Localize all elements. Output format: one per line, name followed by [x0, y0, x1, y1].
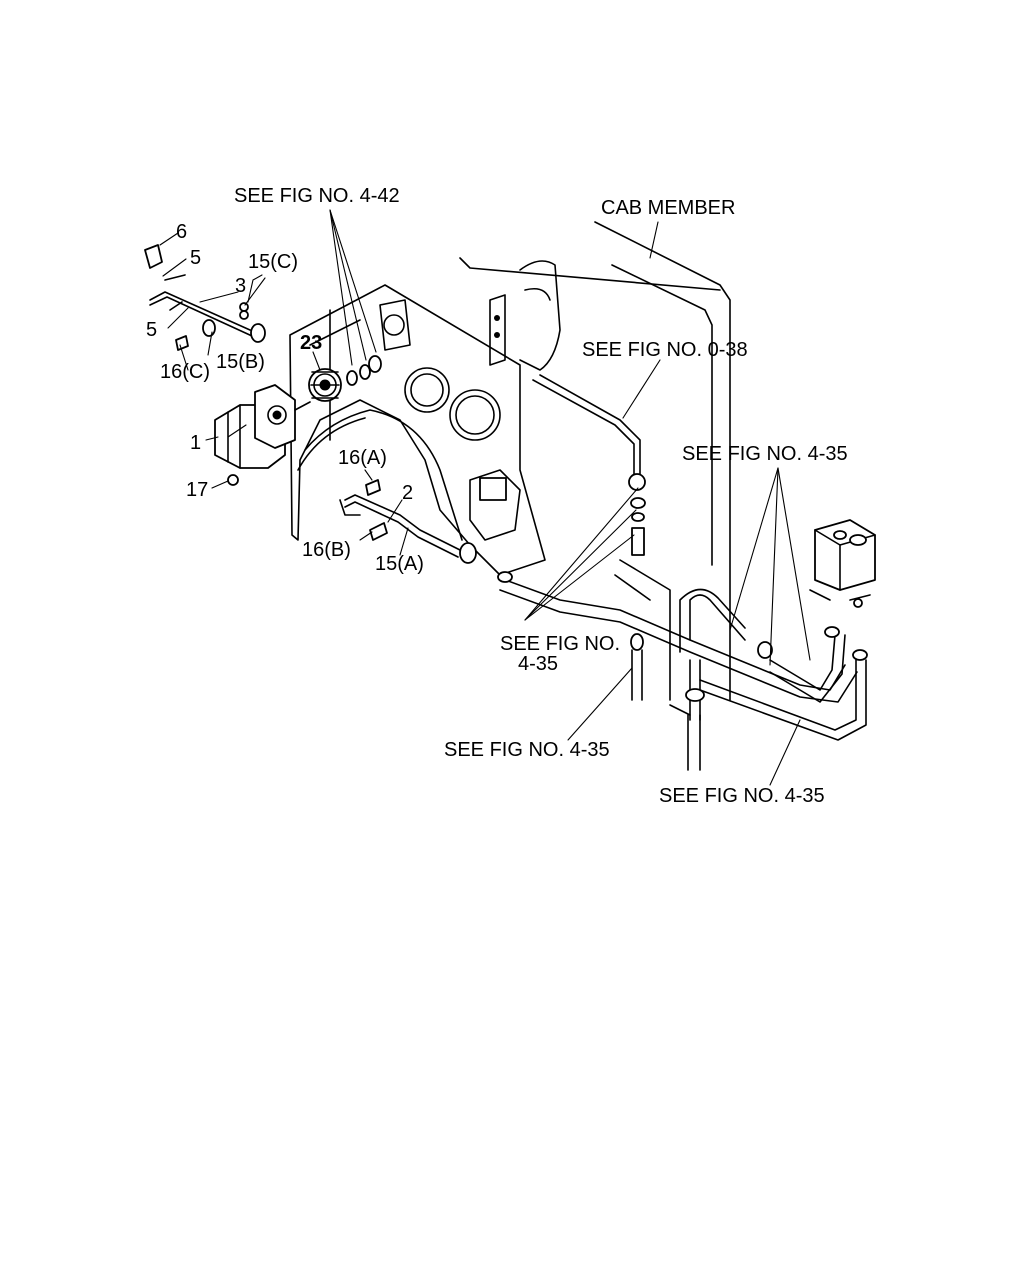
callout-17: 17: [186, 479, 208, 501]
ref-fig-4-35-mid-line2: 4-35: [518, 653, 558, 675]
ref-cab-member: CAB MEMBER: [601, 197, 735, 219]
callout-16c: 16(C): [160, 361, 210, 383]
callout-15a: 15(A): [375, 553, 424, 575]
callout-1: 1: [190, 432, 201, 454]
timing-gear-housing: [289, 260, 561, 576]
callout-6: 6: [176, 221, 187, 243]
callout-16b: 16(B): [302, 539, 351, 561]
hoses: [497, 374, 868, 771]
callout-15c: 15(C): [248, 251, 298, 273]
callout-5-top: 5: [190, 247, 201, 269]
ref-fig-4-35-right: SEE FIG NO. 4-35: [682, 443, 848, 465]
pressure-pipe-3: [144, 244, 266, 343]
return-pipe-2: [339, 494, 477, 564]
ref-fig-4-42: SEE FIG NO. 4-42: [234, 185, 400, 207]
drive-gear: [308, 368, 342, 402]
power-steering-pump: [214, 384, 311, 469]
ref-fig-0-38: SEE FIG NO. 0-38: [582, 339, 748, 361]
callout-15b: 15(B): [216, 351, 265, 373]
callout-16a: 16(A): [338, 447, 387, 469]
ref-fig-4-35-bottom-right: SEE FIG NO. 4-35: [659, 785, 825, 807]
ref-fig-4-35-mid-line1: SEE FIG NO.: [500, 633, 620, 655]
oil-reservoir: [809, 519, 876, 608]
seal-washers: [346, 355, 382, 386]
leader-lines: [159, 209, 811, 786]
callout-5-bottom: 5: [146, 319, 157, 341]
cab-member-frame: [459, 221, 731, 701]
callout-23: 23: [300, 332, 322, 354]
callout-3: 3: [235, 275, 246, 297]
ref-fig-4-35-bottom-left: SEE FIG NO. 4-35: [444, 739, 610, 761]
callout-2: 2: [402, 482, 413, 504]
fittings: [175, 302, 388, 541]
